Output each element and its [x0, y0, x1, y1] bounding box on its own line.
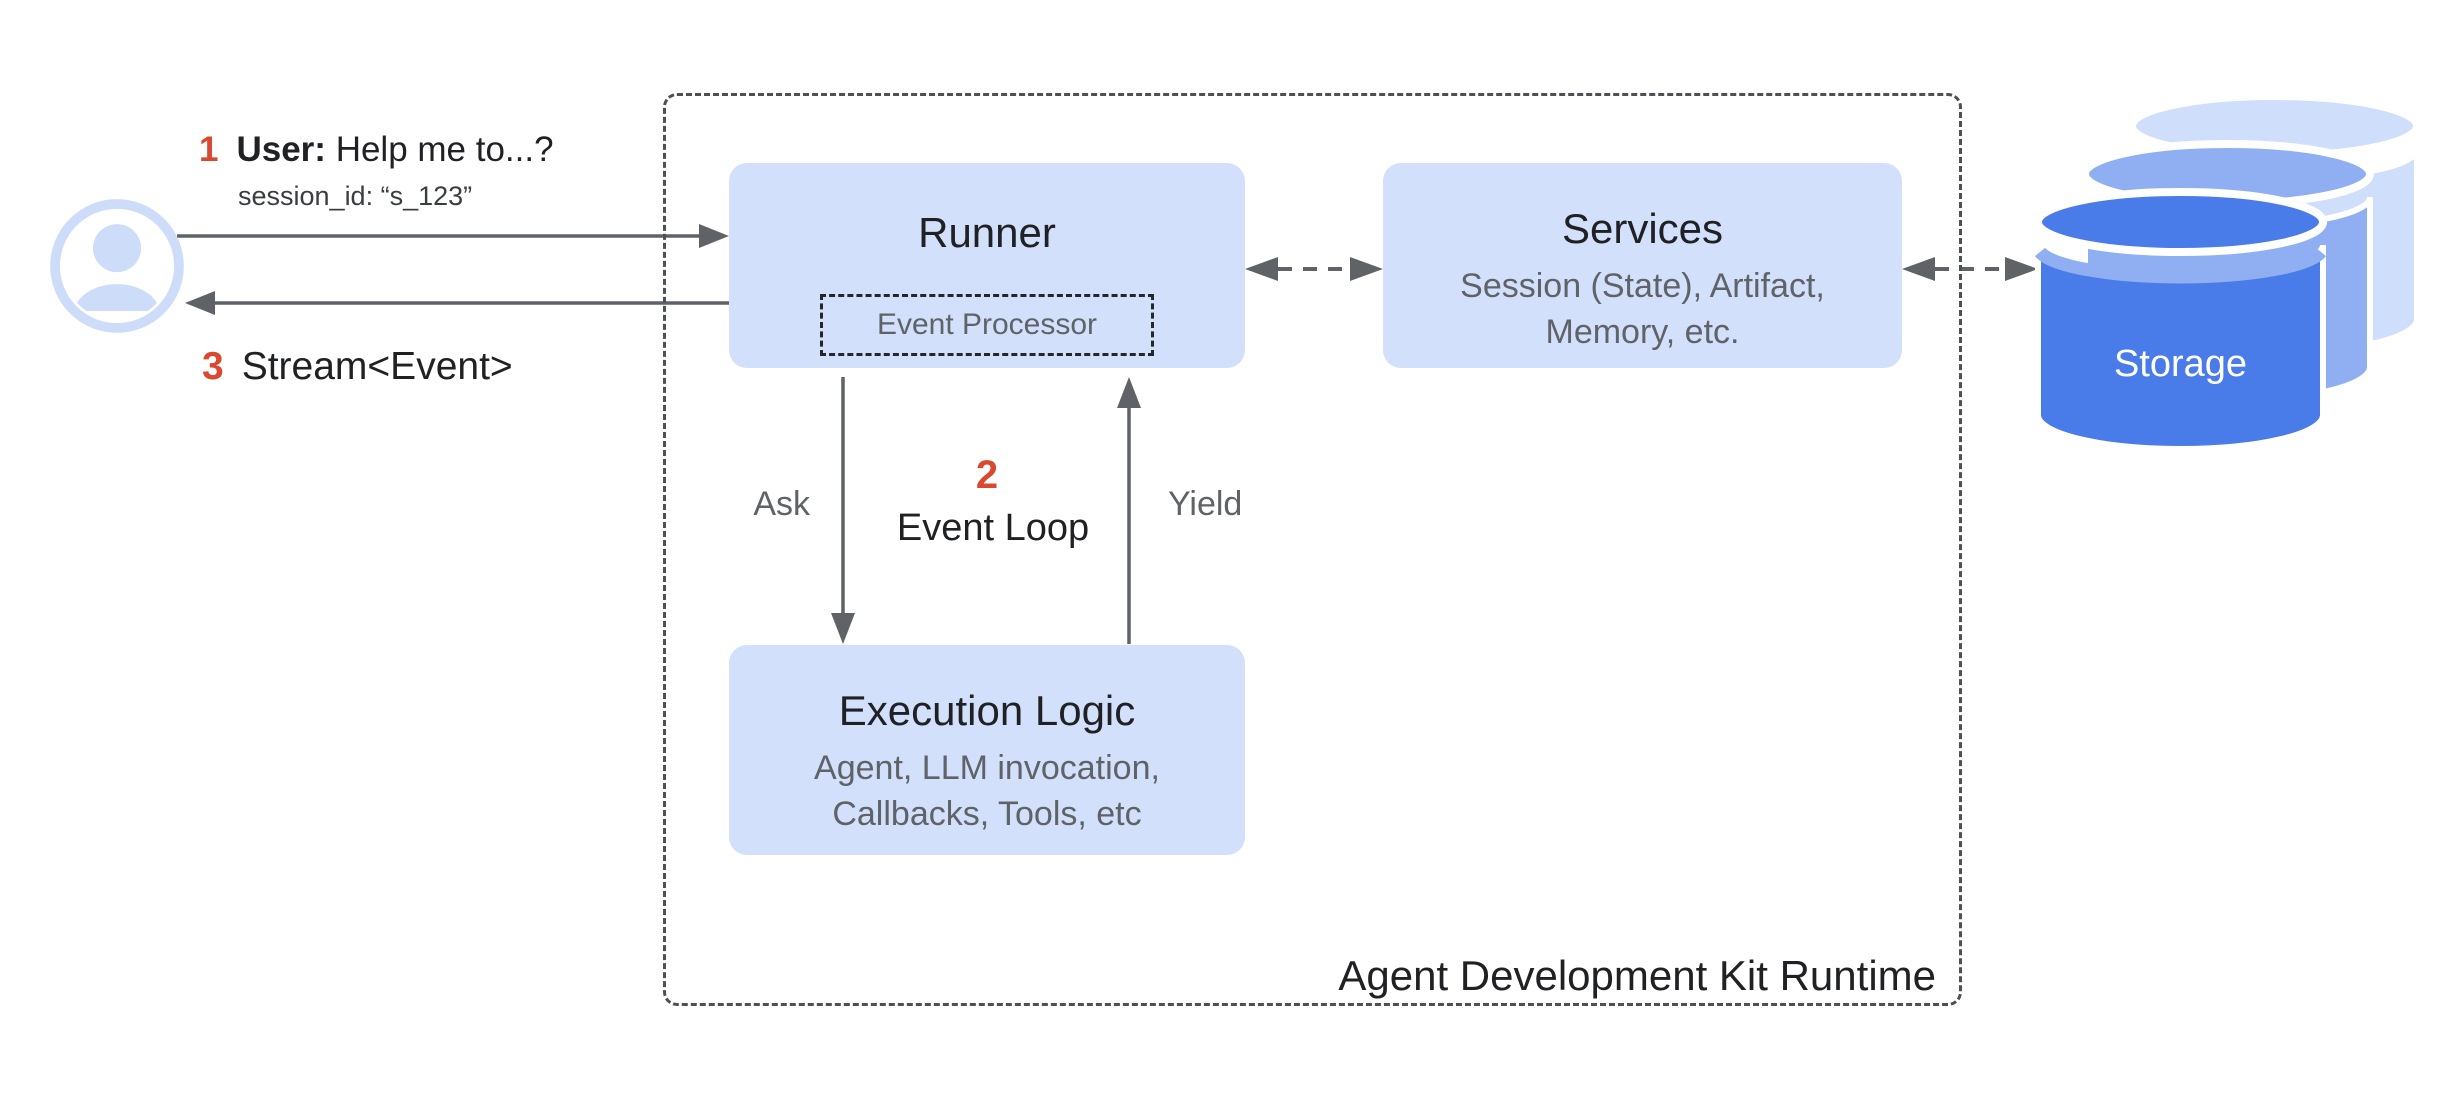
services-storage-dashed-arrow	[1902, 257, 2038, 281]
runner-to-user-arrow	[185, 291, 729, 315]
storage-label: Storage	[2114, 343, 2247, 385]
execution-logic-details: Agent, LLM invocation, Callbacks, Tools,…	[814, 745, 1160, 837]
storage-database-icon: Storage	[2034, 92, 2421, 452]
event-loop-label: Event Loop	[896, 507, 1090, 549]
user-request-label: 1 User: Help me to...?	[199, 128, 554, 172]
services-title: Services	[1561, 205, 1724, 252]
yield-label: Yield	[1168, 485, 1243, 523]
runner-box: Runner Event Processor	[729, 163, 1245, 368]
services-details-line2: Memory, etc.	[1545, 313, 1740, 351]
step-number-3: 3	[202, 345, 224, 388]
services-details: Session (State), Artifact, Memory, etc.	[1460, 263, 1825, 355]
execution-logic-box: Execution Logic Agent, LLM invocation, C…	[729, 645, 1245, 855]
adk-runtime-title: Agent Development Kit Runtime	[1338, 952, 1936, 999]
user-request-text: User: Help me to...?	[236, 128, 553, 172]
stream-event-text: Stream<Event>	[241, 345, 513, 388]
user-message: Help me to...?	[335, 130, 554, 169]
execution-logic-details-line1: Agent, LLM invocation,	[814, 749, 1160, 787]
yield-up-arrow	[1117, 377, 1141, 644]
event-processor-box: Event Processor	[820, 294, 1154, 356]
user-actor-label: User:	[236, 130, 326, 169]
step-number-1: 1	[199, 130, 219, 169]
services-details-line1: Session (State), Artifact,	[1460, 267, 1825, 305]
session-id-label: session_id: “s_123”	[238, 181, 473, 211]
ask-label: Ask	[753, 485, 810, 523]
execution-logic-title: Execution Logic	[838, 687, 1136, 734]
runner-services-dashed-arrow	[1245, 257, 1383, 281]
services-box: Services Session (State), Artifact, Memo…	[1383, 163, 1902, 368]
user-avatar-icon	[50, 199, 184, 333]
runner-title: Runner	[918, 209, 1056, 256]
adk-runtime-container	[663, 93, 1962, 1006]
step-number-2: 2	[975, 453, 999, 497]
execution-logic-details-line2: Callbacks, Tools, etc	[832, 795, 1142, 833]
ask-down-arrow	[831, 377, 855, 644]
user-to-runner-arrow	[177, 224, 729, 248]
stream-event-label: 3 Stream<Event>	[202, 343, 513, 391]
